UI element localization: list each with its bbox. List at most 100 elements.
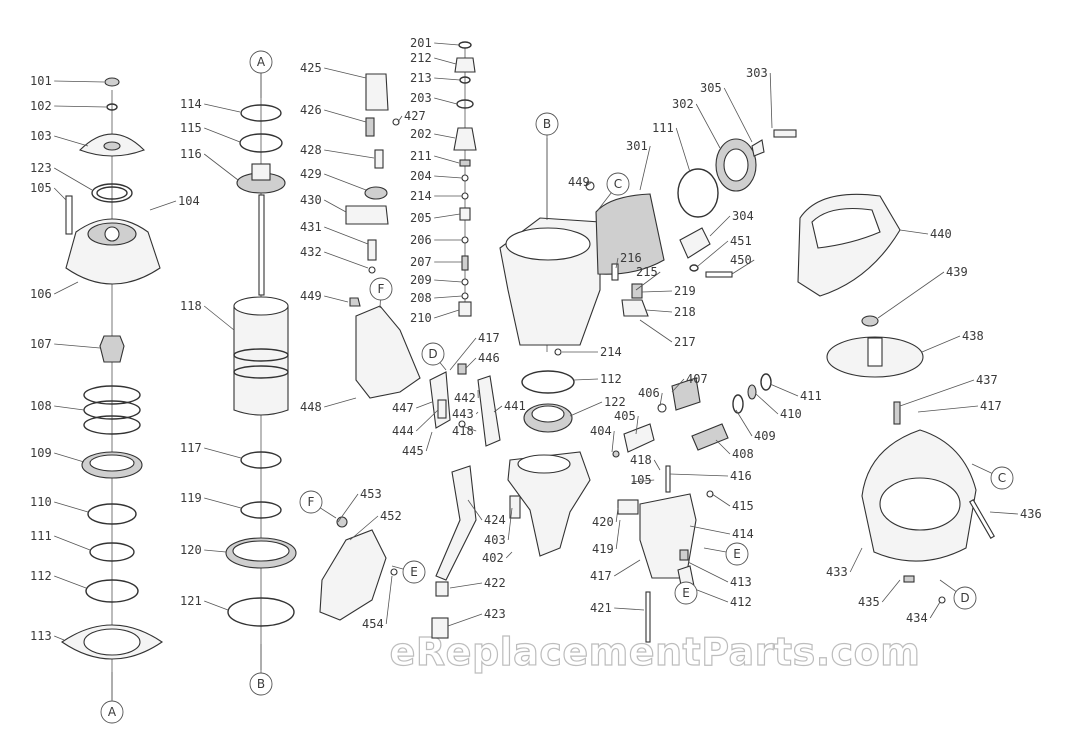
part-number-label: 210 [410, 311, 432, 325]
leader-line [386, 576, 392, 624]
callout-letter: E [733, 547, 741, 561]
callout-cE1: E [403, 561, 425, 583]
part-number-label: 123 [30, 161, 52, 175]
leader-line [654, 460, 660, 470]
leader-line [574, 379, 598, 380]
leader-line [434, 176, 462, 178]
part-number-label: 425 [300, 61, 322, 75]
leader-line [612, 431, 614, 452]
leader-line [204, 601, 228, 610]
body-frame-parts [500, 130, 796, 556]
part-number-label: 442 [454, 391, 476, 405]
part-number-label: 304 [732, 209, 754, 223]
part-436-rod [970, 500, 994, 538]
part-446-spring [458, 364, 466, 374]
leader-line [476, 412, 478, 414]
part-number-label: 404 [590, 424, 612, 438]
part-305-ring [752, 140, 764, 156]
part-number-label: 206 [410, 233, 432, 247]
part-number-label: 445 [402, 444, 424, 458]
part-number-label: 426 [300, 103, 322, 117]
callout-cA2: A [101, 701, 123, 723]
leader-line [878, 272, 944, 318]
part-451-washer [690, 265, 698, 271]
part-number-label: 122 [604, 395, 626, 409]
part-453-knob [337, 517, 347, 527]
part-number-label: 209 [410, 273, 432, 287]
part-number-label: 439 [946, 265, 968, 279]
leader-line [770, 384, 798, 396]
part-416-pin [666, 466, 670, 492]
leader-line [710, 216, 730, 236]
part-414-pusher-plate [640, 494, 696, 578]
part-number-label: 217 [674, 335, 696, 349]
part-218-spacer [622, 300, 648, 316]
callout-letter: A [257, 55, 266, 69]
part-number-label: 110 [30, 495, 52, 509]
part-number-label: 120 [180, 543, 202, 557]
part-number-label: 428 [300, 143, 322, 157]
callout-cD1: D [422, 343, 444, 365]
part-number-label: 302 [672, 97, 694, 111]
part-number-label: 422 [484, 576, 506, 590]
leader-line [506, 552, 512, 558]
part-number-label: 101 [30, 74, 52, 88]
leader-line [466, 358, 476, 368]
leader-line [696, 104, 720, 148]
leader-line [324, 227, 368, 244]
part-number-label: 204 [410, 169, 432, 183]
callout-letter: A [108, 705, 117, 719]
leader-line [640, 320, 672, 342]
part-number-label: 453 [360, 487, 382, 501]
part-101-cap [105, 78, 119, 86]
part-number-label: 418 [452, 424, 474, 438]
leader-line [54, 406, 84, 410]
leader-line [930, 602, 940, 618]
callout-letter: B [257, 677, 265, 691]
part-number-label: 214 [600, 345, 622, 359]
leader-line [54, 106, 106, 107]
leader-line [614, 608, 644, 610]
callout-letter: E [682, 586, 690, 600]
leader-line [54, 344, 100, 348]
leader-line [616, 508, 618, 522]
leader-line [434, 156, 459, 163]
callout-cD2: D [954, 587, 976, 609]
part-219-block [632, 284, 642, 298]
column-2-parts [226, 72, 296, 670]
part-421-rod [646, 592, 650, 642]
leader-line [54, 576, 86, 588]
part-number-label: 121 [180, 594, 202, 608]
part-423-feeder-block [432, 618, 448, 638]
part-107-valve [100, 336, 124, 362]
part-number-label: 103 [30, 129, 52, 143]
part-number-label: 105 [630, 473, 652, 487]
leader-line [434, 296, 462, 298]
part-406-ring [658, 404, 666, 412]
leader-line [690, 526, 730, 534]
leader-line [434, 214, 460, 218]
right-group-parts [798, 194, 994, 603]
part-number-label: 105 [30, 181, 52, 195]
part-number-label: 403 [484, 533, 506, 547]
part-number-label: 454 [362, 617, 384, 631]
part-number-label: 417 [980, 399, 1002, 413]
callout-letter: F [378, 282, 385, 296]
part-450-bolt [706, 272, 732, 277]
part-432-ring [369, 267, 375, 273]
part-449-nut [350, 298, 360, 306]
leader-line [570, 402, 602, 416]
part-303-fitting [774, 130, 796, 137]
part-number-label: 436 [1020, 507, 1042, 521]
part-409-washer [733, 395, 743, 413]
callout-cA1: A [250, 51, 272, 73]
callout-cF1: F [370, 278, 392, 300]
leader-line [676, 128, 690, 172]
part-430-trigger [346, 206, 388, 224]
callout-leader-line [972, 464, 992, 473]
leader-line [54, 453, 84, 462]
part-422-link [436, 582, 448, 596]
part-number-label: 205 [410, 211, 432, 225]
callout-letter: D [960, 591, 969, 605]
